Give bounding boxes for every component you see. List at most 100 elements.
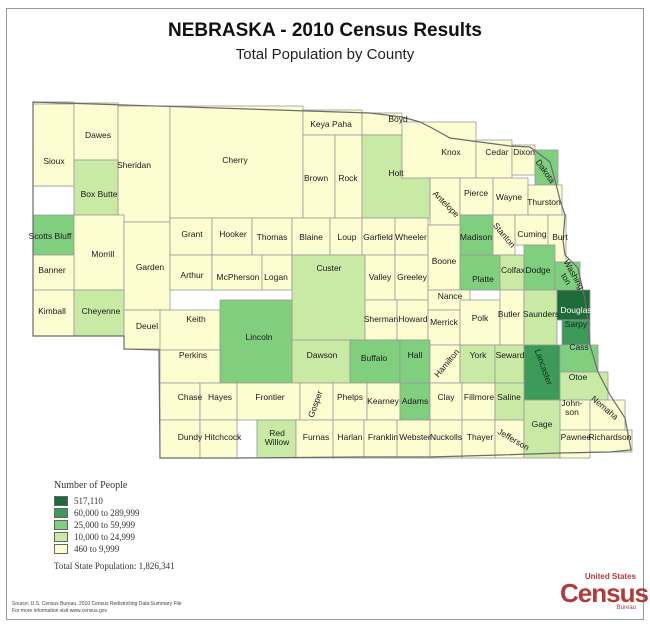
county-clay[interactable]: [429, 382, 463, 421]
county-hooker[interactable]: [211, 217, 253, 256]
county-seward[interactable]: [494, 344, 525, 384]
county-label-boone: Boone: [432, 256, 457, 266]
county-label-wayne: Wayne: [496, 192, 522, 202]
county-pierce[interactable]: [459, 177, 494, 216]
county-label-cedar: Cedar: [485, 147, 508, 157]
county-sarpy[interactable]: [561, 319, 591, 346]
county-thurston[interactable]: [527, 184, 563, 216]
map-subtitle: Total Population by County: [235, 46, 415, 63]
county-arthur[interactable]: [169, 254, 213, 291]
county-label-valley: Valley: [369, 272, 392, 282]
legend-item: 60,000 to 289,999: [54, 507, 140, 519]
county-label-deuel: Deuel: [136, 321, 158, 331]
county-knox[interactable]: [401, 121, 477, 179]
county-webster[interactable]: [396, 419, 431, 459]
county-howard[interactable]: [396, 299, 429, 341]
county-hall[interactable]: [399, 339, 431, 384]
county-red-willow[interactable]: [256, 419, 297, 459]
county-frontier[interactable]: [236, 382, 301, 421]
county-label-burt: Burt: [552, 232, 568, 242]
county-nemaha[interactable]: [589, 399, 626, 431]
county-label-kimball: Kimball: [38, 306, 66, 316]
county-label-cherry: Cherry: [222, 155, 248, 165]
county-label-pierce: Pierce: [464, 188, 488, 198]
county-label-logan: Logan: [264, 272, 288, 282]
county-label-wheeler: Wheeler: [395, 232, 427, 242]
county-label-loup: Loup: [338, 232, 357, 242]
county-garfield[interactable]: [361, 217, 396, 256]
county-blaine[interactable]: [291, 217, 331, 256]
county-morrill[interactable]: [73, 214, 125, 291]
county-label-thayer: Thayer: [467, 432, 494, 442]
county-label-hayes: Hayes: [208, 392, 232, 402]
county-label-richardson: Richardson: [589, 432, 632, 442]
county-label-sherman: Sherman: [364, 314, 399, 324]
legend-item: 10,000 to 24,999: [54, 531, 140, 543]
county-jefferson[interactable]: [494, 419, 525, 459]
county-phelps[interactable]: [332, 382, 368, 421]
county-sioux[interactable]: [32, 103, 75, 187]
county-hayes[interactable]: [199, 382, 238, 421]
county-adams[interactable]: [399, 382, 431, 421]
county-greeley[interactable]: [394, 254, 429, 301]
county-lincoln[interactable]: [219, 299, 293, 384]
source-link[interactable]: For more information visit www.census.go…: [12, 608, 108, 614]
county-label-clay: Clay: [437, 392, 455, 402]
county-mcpherson[interactable]: [211, 254, 263, 291]
county-perkins[interactable]: [159, 349, 221, 384]
county-loup[interactable]: [329, 217, 363, 256]
legend-swatch: [54, 496, 68, 506]
county-butler[interactable]: [499, 289, 525, 346]
county-label-madison: Madison: [460, 232, 492, 242]
county-garden[interactable]: [123, 221, 171, 311]
legend-swatch: [54, 520, 68, 530]
county-label-colfax: Colfax: [501, 265, 526, 275]
county-box-butte[interactable]: [73, 159, 119, 216]
census-logo: United States Census Bureau: [560, 572, 649, 611]
county-label-hall: Hall: [408, 350, 423, 360]
legend-swatch: [54, 508, 68, 518]
county-label-lincoln: Lincoln: [246, 332, 273, 342]
county-polk[interactable]: [459, 299, 501, 346]
county-logan[interactable]: [261, 254, 293, 291]
county-hitchcock[interactable]: [199, 419, 238, 459]
county-label-nuckolls: Nuckolls: [430, 432, 462, 442]
county-label-holt: Holt: [388, 168, 404, 178]
county-fillmore[interactable]: [461, 382, 496, 421]
county-label-hooker: Hooker: [219, 229, 247, 239]
county-dawson[interactable]: [291, 339, 351, 384]
county-harlan[interactable]: [332, 419, 365, 459]
county-label-keya-paha: Keya Paha: [310, 119, 352, 129]
legend-swatch: [54, 544, 68, 554]
legend-label: 517,110: [74, 496, 103, 506]
county-buffalo[interactable]: [349, 339, 401, 384]
county-label-frontier: Frontier: [255, 392, 284, 402]
county-merrick[interactable]: [427, 309, 461, 346]
county-scotts-bluff[interactable]: [32, 214, 75, 256]
legend-swatch: [54, 532, 68, 542]
county-platte[interactable]: [459, 254, 501, 291]
county-thayer[interactable]: [461, 419, 496, 459]
county-gage[interactable]: [523, 399, 561, 459]
county-wayne[interactable]: [492, 177, 529, 216]
county-nuckolls[interactable]: [429, 419, 463, 459]
county-label-thomas: Thomas: [257, 232, 288, 242]
logo-main: Census: [560, 578, 649, 608]
county-label-sioux: Sioux: [43, 156, 65, 166]
logo-bottom: Bureau: [616, 605, 636, 611]
legend-title: Number of People: [54, 480, 128, 491]
county-dawes[interactable]: [73, 102, 119, 161]
legend-item: 460 to 9,999: [54, 543, 140, 555]
county-label-cheyenne: Cheyenne: [82, 306, 121, 316]
county-label-kearney: Kearney: [367, 396, 399, 406]
county-antelope[interactable]: [429, 177, 461, 226]
county-label-york: York: [470, 350, 487, 360]
county-furnas[interactable]: [295, 419, 334, 459]
county-label-pawnee: Pawnee: [561, 432, 592, 442]
county-label-scotts-bluff: Scotts Bluff: [29, 231, 72, 241]
source-note: Source: U.S. Census Bureau, 2010 Census …: [12, 601, 182, 615]
county-cherry[interactable]: [169, 105, 304, 219]
county-label-arthur: Arthur: [180, 270, 203, 280]
county-label-boyd: Boyd: [388, 114, 408, 124]
county-label-douglas: Douglas: [560, 305, 591, 315]
